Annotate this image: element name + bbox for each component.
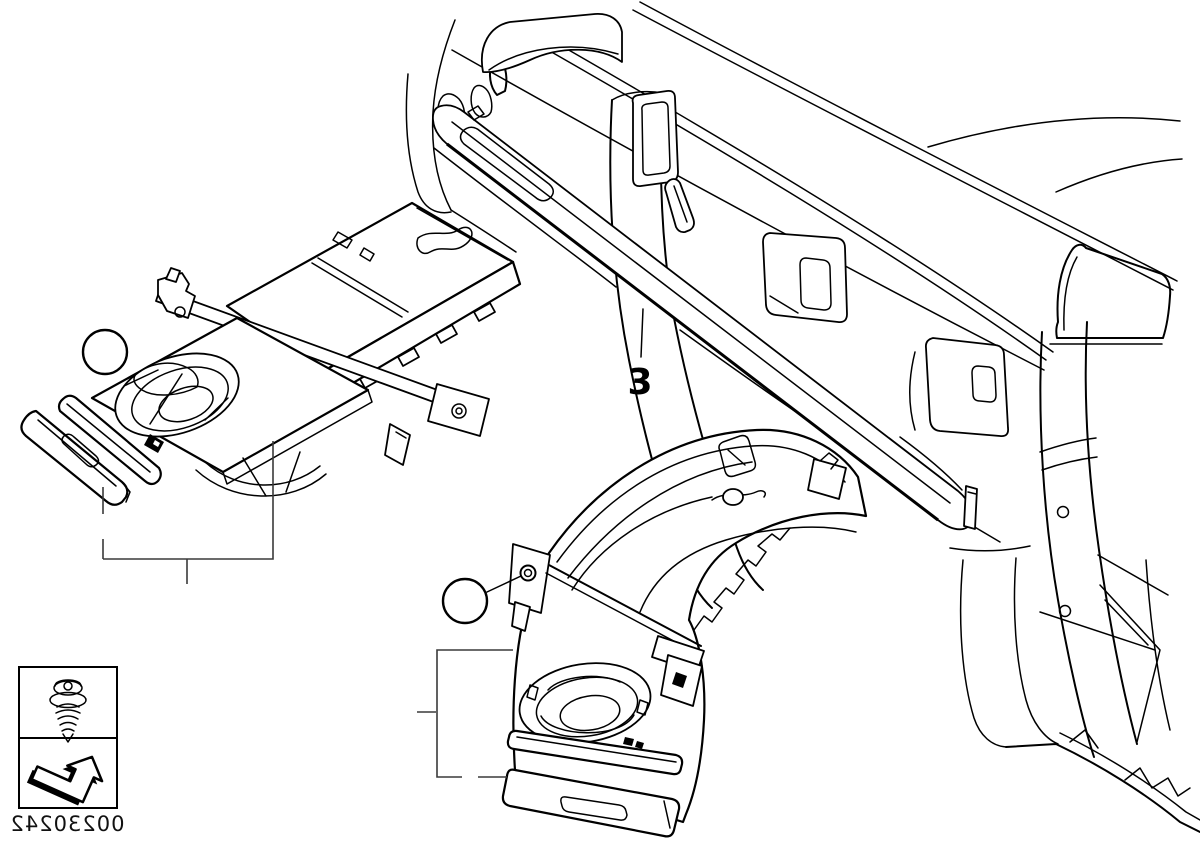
defroster-arc [927, 117, 1181, 148]
cup-holder-assembly-left [20, 201, 522, 506]
screw-hole [1058, 604, 1072, 618]
direction-arrow-icon [26, 755, 104, 806]
trim-bar-detached [20, 409, 129, 506]
part-label-3[interactable]: 3 [627, 362, 652, 403]
grouping-bracket-left [102, 441, 274, 584]
windshield-base-line [639, 1, 1178, 282]
callout-circle-left[interactable] [81, 328, 129, 376]
screw-icon [49, 679, 87, 743]
grouping-bracket-center [417, 649, 513, 778]
callouts: 3 [81, 308, 653, 625]
trim-strip-detached [501, 768, 681, 838]
screw [519, 564, 537, 582]
callout-circle-center[interactable] [441, 577, 489, 625]
screw-hole [1056, 505, 1070, 519]
carrier-opening [762, 232, 848, 323]
part3-leader-line [640, 308, 644, 358]
stack-slot-opening [631, 89, 679, 188]
legend-box [18, 666, 118, 809]
trim-strip-part-3 [432, 104, 978, 531]
cup-recess [114, 352, 240, 438]
cluster-opening [481, 13, 623, 74]
svg-text:00230242: 00230242 [10, 812, 125, 836]
clip-teeth [693, 527, 791, 631]
image-id-mirrored: 00230242 [10, 812, 125, 836]
callout-leader-line [486, 575, 522, 593]
cup-holder-assembly-center [501, 428, 868, 838]
mounting-plate [508, 543, 551, 614]
dashboard-carrier-illustration [405, 1, 1200, 833]
